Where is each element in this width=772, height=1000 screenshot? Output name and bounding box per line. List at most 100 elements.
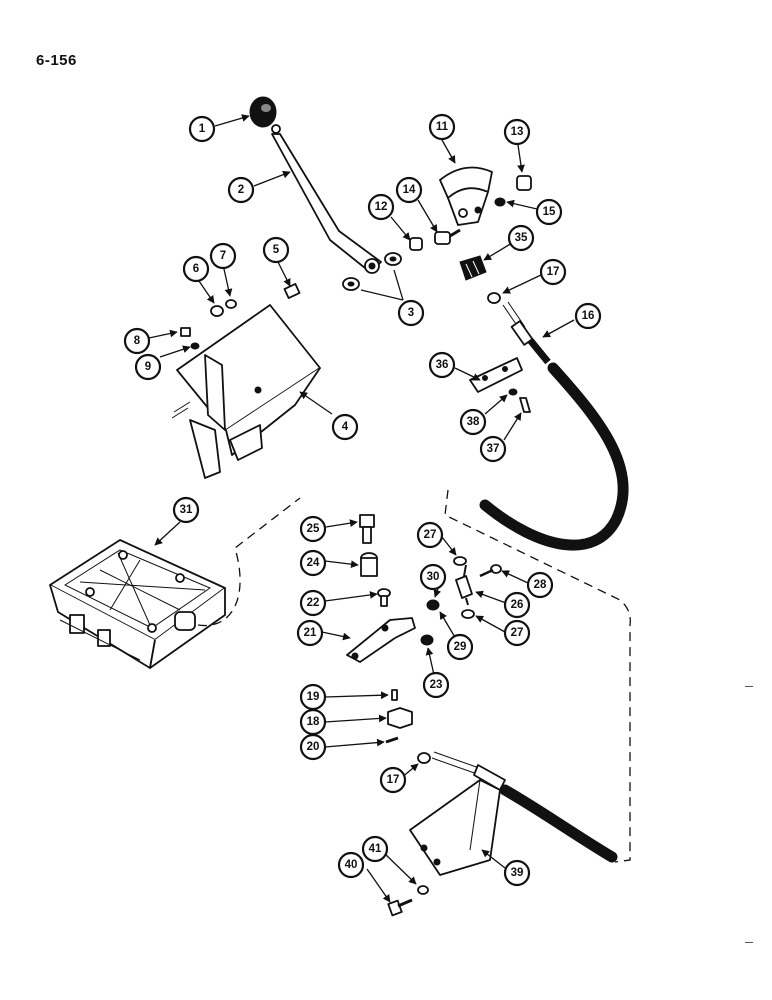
svg-text:20: 20 bbox=[307, 741, 320, 753]
svg-text:28: 28 bbox=[534, 579, 547, 591]
screw-28 bbox=[479, 564, 502, 578]
svg-text:35: 35 bbox=[515, 232, 528, 244]
callout-17-upper: 17 bbox=[539, 258, 567, 286]
spacer-30 bbox=[426, 599, 440, 611]
lever-mounting-bracket bbox=[171, 304, 321, 479]
svg-text:40: 40 bbox=[345, 859, 358, 871]
svg-text:17: 17 bbox=[387, 774, 400, 786]
nut-27-upper bbox=[453, 556, 467, 566]
callout-27-upper: 27 bbox=[416, 521, 444, 549]
dashed-boundary-right bbox=[444, 489, 631, 863]
callout-28: 28 bbox=[526, 571, 554, 599]
svg-text:22: 22 bbox=[307, 597, 320, 609]
transmission-cover bbox=[49, 539, 226, 669]
dashed-boundary-left bbox=[197, 497, 301, 627]
bushing-12 bbox=[409, 237, 423, 251]
callout-6: 6 bbox=[182, 255, 210, 283]
callout-1: 1 bbox=[188, 115, 216, 143]
callout-39: 39 bbox=[503, 859, 531, 887]
svg-text:17: 17 bbox=[547, 266, 560, 278]
bushing-24 bbox=[360, 552, 378, 577]
svg-text:9: 9 bbox=[145, 361, 151, 373]
callout-8: 8 bbox=[123, 327, 151, 355]
small-hardware-left bbox=[180, 283, 301, 350]
shift-knob bbox=[249, 96, 277, 128]
pivot-stud bbox=[434, 228, 461, 245]
callout-37: 37 bbox=[479, 435, 507, 463]
svg-text:11: 11 bbox=[436, 121, 449, 133]
leader-lines bbox=[148, 114, 575, 903]
page-number: 6-156 bbox=[36, 52, 77, 69]
callout-17-lower: 17 bbox=[379, 766, 407, 794]
svg-text:25: 25 bbox=[307, 523, 320, 535]
svg-text:37: 37 bbox=[487, 443, 500, 455]
callout-26: 26 bbox=[503, 591, 531, 619]
bolt-40 bbox=[387, 898, 413, 917]
callout-35: 35 bbox=[507, 224, 535, 252]
callout-20: 20 bbox=[299, 733, 327, 761]
callout-27-lower: 27 bbox=[503, 619, 531, 647]
svg-text:18: 18 bbox=[307, 716, 320, 728]
callout-24: 24 bbox=[299, 549, 327, 577]
callout-18: 18 bbox=[299, 708, 327, 736]
clevis-assembly bbox=[385, 689, 431, 764]
callout-31: 31 bbox=[172, 496, 200, 524]
callout-22: 22 bbox=[299, 589, 327, 617]
svg-text:27: 27 bbox=[511, 627, 524, 639]
svg-text:14: 14 bbox=[403, 184, 416, 196]
svg-text:24: 24 bbox=[307, 557, 320, 569]
svg-text:5: 5 bbox=[273, 244, 280, 256]
svg-text:30: 30 bbox=[427, 571, 440, 583]
callout-7: 7 bbox=[209, 242, 237, 270]
svg-text:13: 13 bbox=[511, 126, 524, 138]
callout-3: 3 bbox=[397, 299, 425, 327]
callout-30: 30 bbox=[419, 563, 447, 591]
svg-text:16: 16 bbox=[582, 310, 595, 322]
svg-text:7: 7 bbox=[220, 250, 226, 262]
bushing-13 bbox=[516, 175, 532, 191]
callout-36: 36 bbox=[428, 351, 456, 379]
svg-text:12: 12 bbox=[375, 201, 388, 213]
callout-29: 29 bbox=[446, 633, 474, 661]
callout-5: 5 bbox=[262, 236, 290, 264]
svg-text:8: 8 bbox=[134, 335, 141, 347]
washer-41 bbox=[417, 885, 429, 895]
shift-gate bbox=[439, 166, 493, 226]
nut-27-lower bbox=[461, 609, 475, 619]
svg-text:31: 31 bbox=[180, 504, 193, 516]
svg-text:6: 6 bbox=[193, 263, 199, 275]
svg-text:36: 36 bbox=[436, 359, 449, 371]
svg-text:4: 4 bbox=[342, 421, 349, 433]
bolt-25 bbox=[359, 514, 375, 544]
callout-19: 19 bbox=[299, 683, 327, 711]
svg-text:23: 23 bbox=[430, 679, 443, 691]
nut-15 bbox=[494, 197, 506, 207]
callout-14: 14 bbox=[395, 176, 423, 204]
callout-25: 25 bbox=[299, 515, 327, 543]
callout-16: 16 bbox=[574, 302, 602, 330]
svg-text:1: 1 bbox=[199, 123, 206, 135]
nut-17-upper bbox=[487, 292, 501, 304]
cable-clamp bbox=[469, 357, 531, 413]
svg-text:26: 26 bbox=[511, 599, 524, 611]
callout-41: 41 bbox=[361, 835, 389, 863]
svg-text:39: 39 bbox=[511, 867, 524, 879]
svg-text:3: 3 bbox=[408, 307, 414, 319]
push-pull-cable bbox=[479, 301, 629, 551]
svg-text:38: 38 bbox=[467, 416, 480, 428]
callout-11: 11 bbox=[428, 113, 456, 141]
callout-9: 9 bbox=[134, 353, 162, 381]
callout-12: 12 bbox=[367, 193, 395, 221]
svg-text:21: 21 bbox=[304, 627, 317, 639]
margin-tick-upper bbox=[745, 686, 753, 687]
callouts: 1 2 3 4 5 6 7 8 9 11 12 13 14 15 16 17 3… bbox=[123, 113, 602, 887]
svg-text:27: 27 bbox=[424, 529, 437, 541]
svg-text:15: 15 bbox=[543, 206, 556, 218]
svg-text:29: 29 bbox=[454, 641, 467, 653]
lower-cable-bracket bbox=[409, 779, 501, 876]
callout-2: 2 bbox=[227, 176, 255, 204]
svg-text:41: 41 bbox=[369, 843, 382, 855]
spacer-23 bbox=[420, 634, 434, 646]
callout-13: 13 bbox=[503, 118, 531, 146]
